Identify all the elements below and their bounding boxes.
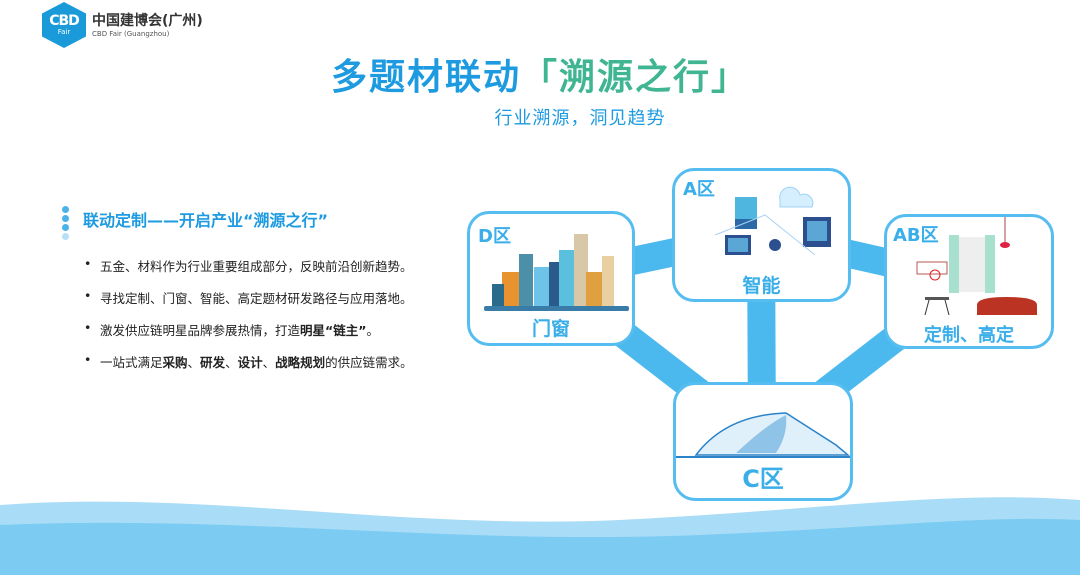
zone-label: C区 xyxy=(742,465,784,493)
zone-c-card[interactable]: C区 xyxy=(673,382,853,501)
bullet-text: 、 xyxy=(262,355,276,370)
bullet-bold: 战略规划 xyxy=(275,355,326,370)
exhibition-hall-illustration xyxy=(676,412,850,458)
zone-label: A区 xyxy=(683,179,715,200)
bullet-bold: 设计 xyxy=(237,355,263,370)
bullet-bold: 研发 xyxy=(200,355,226,370)
zone-label: AB区 xyxy=(893,225,939,246)
city-buildings-illustration xyxy=(484,234,629,311)
bullet-text: 的供应链需求。 xyxy=(325,355,413,370)
zone-caption: 门窗 xyxy=(531,318,570,340)
list-item: 寻找定制、门窗、智能、高定题材研发路径与应用落地。 xyxy=(84,288,413,320)
page-subtitle: 行业溯源，洞见趋势 xyxy=(494,108,666,129)
title-highlight: 「溯源之行」 xyxy=(521,57,750,98)
zone-caption: 定制、高定 xyxy=(924,325,1014,346)
bullet-text: 激发供应链明星品牌参展热情，打造 xyxy=(100,323,301,338)
bullet-bold: 明星“链主” xyxy=(300,323,367,338)
bullet-text: 。 xyxy=(366,323,379,338)
section-title: 联动定制——开启产业“溯源之行” xyxy=(83,211,329,230)
bullet-text: 五金、材料作为行业重要组成部分，反映前沿创新趋势。 xyxy=(100,259,413,274)
zone-d-card[interactable]: D区 门窗 xyxy=(467,211,635,346)
list-item: 五金、材料作为行业重要组成部分，反映前沿创新趋势。 xyxy=(84,256,413,288)
page-title: 多题材联动「溯源之行」 xyxy=(0,48,1080,100)
bullet-list: 五金、材料作为行业重要组成部分，反映前沿创新趋势。 寻找定制、门窗、智能、高定题… xyxy=(84,256,413,384)
interior-furniture-illustration xyxy=(916,217,1037,316)
bullet-text: 、 xyxy=(225,355,238,370)
dots-icon xyxy=(62,206,70,242)
logo-name-cn: 中国建博会(广州) xyxy=(92,12,203,29)
logo-mark-text: CBD xyxy=(49,12,80,29)
logo-mark-subtext: Fair xyxy=(57,27,71,36)
cbd-fair-logo: CBD Fair 中国建博会(广州) CBD Fair (Guangzhou) xyxy=(42,2,203,48)
smart-tech-illustration xyxy=(714,186,831,256)
bullet-text: 一站式满足 xyxy=(100,355,163,370)
bullet-text: 寻找定制、门窗、智能、高定题材研发路径与应用落地。 xyxy=(100,291,413,306)
bullet-bold: 采购 xyxy=(162,355,188,370)
zone-label: D区 xyxy=(478,226,511,247)
zone-ab-card[interactable]: AB区 定制、高定 xyxy=(884,214,1054,349)
title-main: 多题材联动 xyxy=(330,57,521,98)
logo-name-en: CBD Fair (Guangzhou) xyxy=(92,29,170,38)
zone-a-card[interactable]: A区 智能 xyxy=(672,168,851,302)
list-item: 一站式满足采购、研发、设计、战略规划的供应链需求。 xyxy=(84,352,413,384)
zone-caption: 智能 xyxy=(742,275,781,297)
bullet-text: 、 xyxy=(187,355,201,370)
list-item: 激发供应链明星品牌参展热情，打造明星“链主”。 xyxy=(84,320,413,352)
